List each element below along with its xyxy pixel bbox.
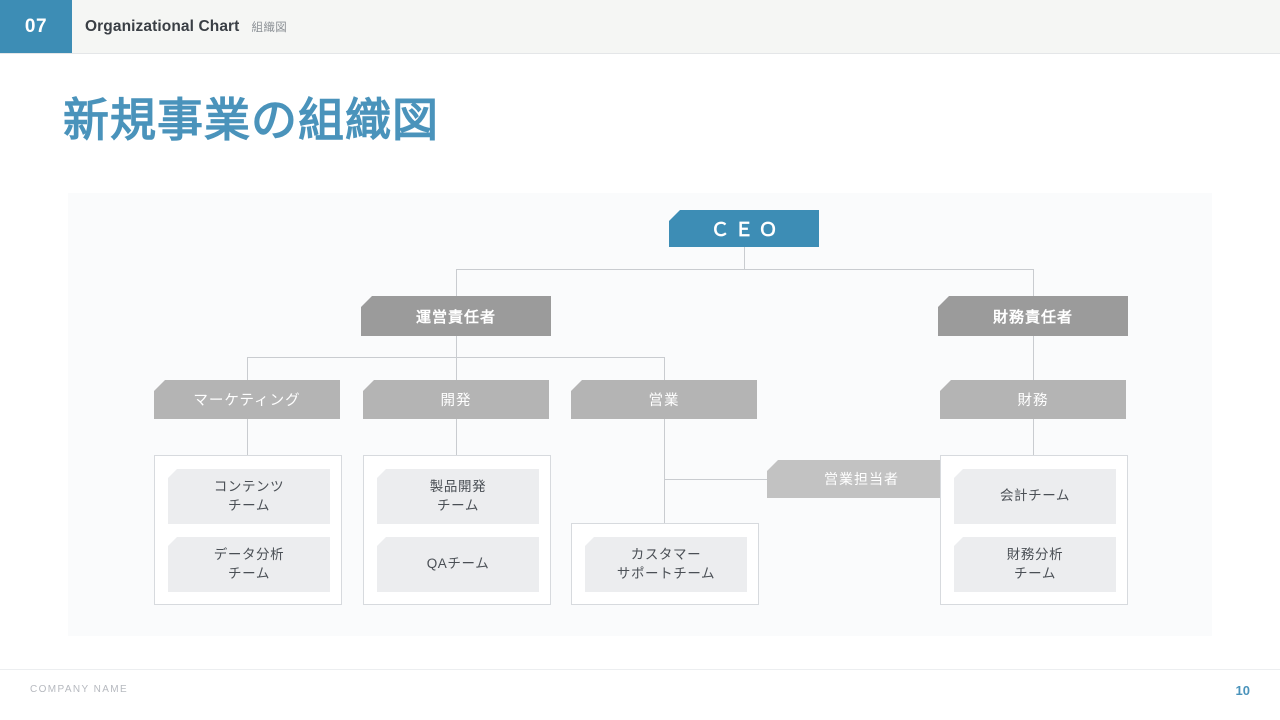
node-sales[interactable]: 営業 [571,380,757,419]
team-group-finance: 会計チーム 財務分析 チーム [940,455,1128,605]
team-qa-label: QAチーム [426,556,490,572]
header-title-ja: 組織図 [251,21,288,34]
node-ceo-label: ＣＥＯ [710,220,783,241]
team-group-sales: カスタマー サポートチーム [571,523,759,605]
connector-sales-up [664,357,665,380]
node-ceo[interactable]: ＣＥＯ [669,210,819,247]
node-sales-label: 営業 [648,393,680,409]
connector-marketing-down [247,419,248,455]
node-ops-manager-label: 運営責任者 [415,308,496,326]
team-accounting[interactable]: 会計チーム [954,469,1116,524]
connector-finance-up [1033,269,1034,296]
header-title-group: Organizational Chart 組織図 [72,0,287,53]
team-product-dev[interactable]: 製品開発 チーム [377,469,539,524]
connector-ops-down [456,336,457,357]
footer-divider [0,669,1280,670]
node-marketing-label: マーケティング [193,393,301,409]
header-divider [0,53,1280,54]
connector-ops-up [456,269,457,296]
team-group-development: 製品開発 チーム QAチーム [363,455,551,605]
team-data-analysis-label: データ分析 チーム [213,547,285,581]
connector-sales-stem [664,419,665,523]
org-chart-canvas: ＣＥＯ 運営責任者 財務責任者 マーケティング 開発 営業 財務 [68,193,1212,636]
node-development[interactable]: 開発 [363,380,549,419]
org-chart-panel: ＣＥＯ 運営責任者 財務責任者 マーケティング 開発 営業 財務 [68,193,1212,636]
node-finance-manager[interactable]: 財務責任者 [938,296,1128,336]
team-financial-analysis-label: 財務分析 チーム [1006,547,1064,581]
team-content-label: コンテンツ チーム [213,479,285,513]
node-sales-rep[interactable]: 営業担当者 [767,460,956,498]
connector-sales-rep-branch [664,479,767,480]
team-qa[interactable]: QAチーム [377,537,539,592]
node-sales-rep-label: 営業担当者 [824,471,899,487]
team-customer-support[interactable]: カスタマー サポートチーム [585,537,747,592]
node-finance-label: 財務 [1017,393,1049,409]
header-title-en: Organizational Chart [85,17,240,35]
node-finance-manager-label: 財務責任者 [992,308,1073,326]
connector-ceo-down [744,247,745,269]
node-development-label: 開発 [440,393,472,409]
slide-header: 07 Organizational Chart 組織図 [0,0,1280,53]
team-financial-analysis[interactable]: 財務分析 チーム [954,537,1116,592]
connector-finance-dept-down [1033,419,1034,455]
footer-page-number: 10 [1235,683,1250,698]
team-content[interactable]: コンテンツ チーム [168,469,330,524]
connector-level2-bus [456,269,1033,270]
team-accounting-label: 会計チーム [999,488,1071,504]
connector-development-down [456,419,457,455]
node-ops-manager[interactable]: 運営責任者 [361,296,551,336]
node-finance[interactable]: 財務 [940,380,1126,419]
connector-finance-down [1033,336,1034,380]
team-data-analysis[interactable]: データ分析 チーム [168,537,330,592]
page-title: 新規事業の組織図 [63,94,439,146]
connector-marketing-up [247,357,248,380]
section-number: 07 [0,0,72,53]
team-product-dev-label: 製品開発 チーム [429,479,487,513]
footer-company-name: COMPANY NAME [30,684,129,695]
node-marketing[interactable]: マーケティング [154,380,340,419]
team-group-marketing: コンテンツ チーム データ分析 チーム [154,455,342,605]
connector-development-up [456,357,457,380]
team-customer-support-label: カスタマー サポートチーム [616,547,716,581]
